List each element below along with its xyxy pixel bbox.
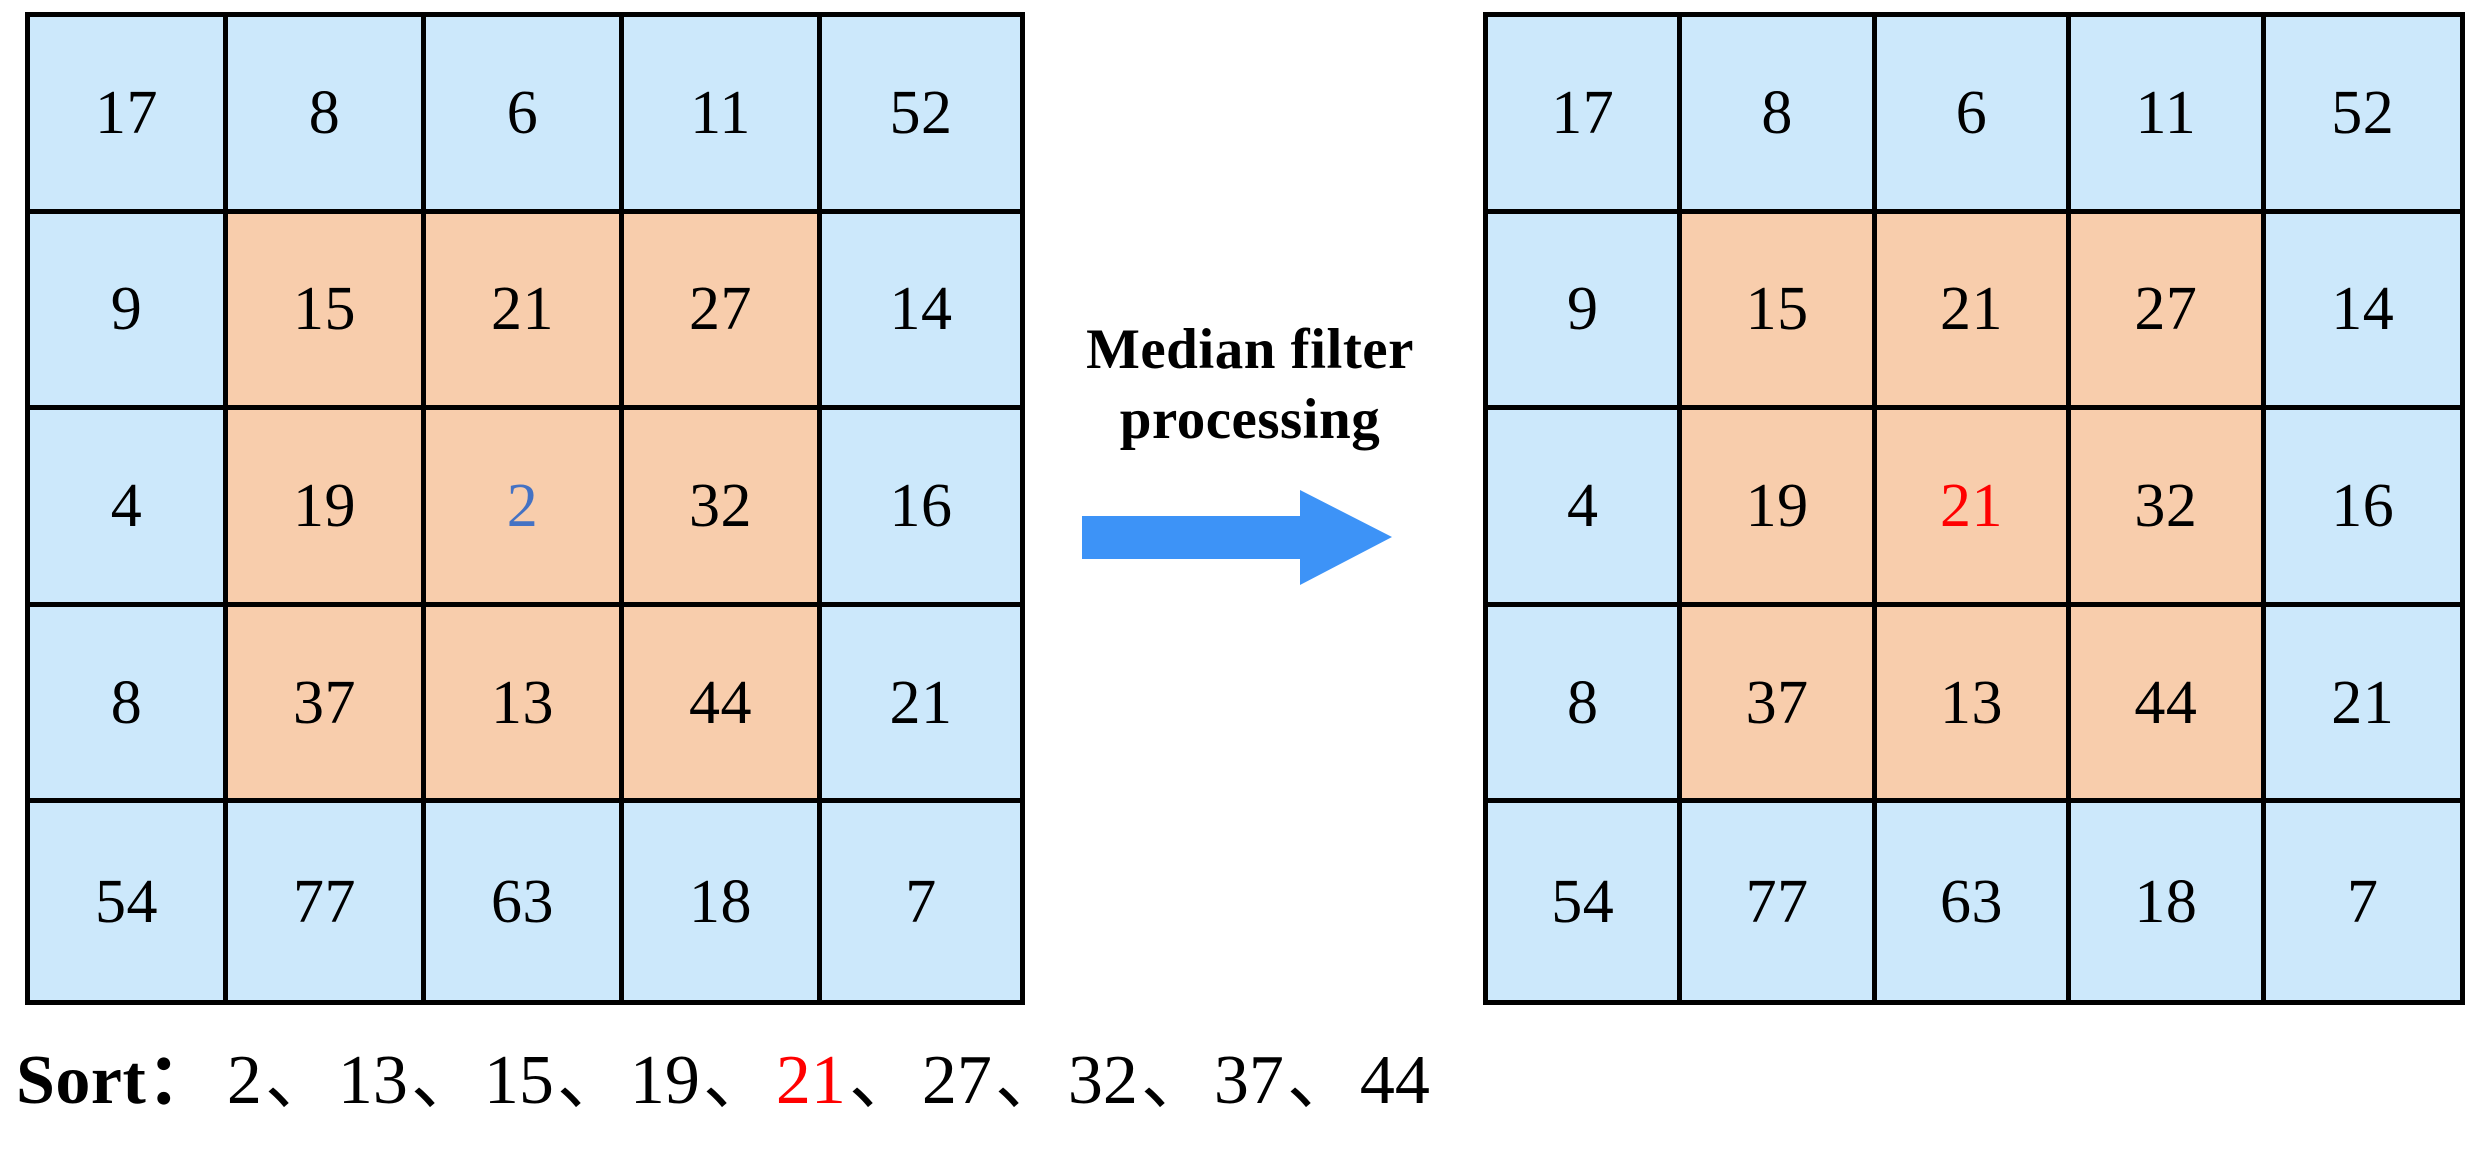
input-cell-r4c3: 13	[426, 606, 624, 804]
sort-value-2: 13	[337, 1042, 408, 1119]
sort-separator: 、	[1286, 1042, 1357, 1119]
input-cell-r3c5: 16	[822, 410, 1020, 607]
output-cell-r3c1: 4	[1488, 410, 1683, 607]
input-cell-r5c1: 54	[30, 803, 228, 1000]
input-cell-r3c4: 32	[624, 410, 822, 607]
input-cell-r3c1: 4	[30, 410, 228, 607]
output-cell-r3c3: 21	[1876, 410, 2072, 607]
input-cell-r1c2: 8	[228, 17, 426, 214]
input-cell-r5c3: 63	[426, 803, 624, 1000]
sort-separator: 、	[1140, 1042, 1211, 1119]
output-cell-r2c5: 14	[2265, 213, 2460, 411]
input-cell-r4c4: 44	[624, 606, 822, 804]
output-cell-r5c2: 77	[1682, 803, 1877, 1000]
input-cell-r5c4: 18	[624, 803, 822, 1000]
output-cell-r4c5: 21	[2265, 606, 2460, 804]
output-cell-r3c4: 32	[2071, 410, 2266, 607]
input-cell-r4c2: 37	[228, 606, 426, 804]
sort-value-3: 15	[483, 1042, 554, 1119]
sort-value-4: 19	[629, 1042, 700, 1119]
sort-separator: 、	[702, 1042, 773, 1119]
output-cell-r1c4: 11	[2071, 17, 2266, 214]
input-cell-r2c1: 9	[30, 213, 228, 411]
sort-separator: 、	[410, 1042, 481, 1119]
output-cell-r2c4: 27	[2071, 213, 2266, 411]
output-cell-r1c1: 17	[1488, 17, 1683, 214]
output-cell-r4c4: 44	[2071, 606, 2266, 804]
sort-label: Sort：	[16, 1042, 217, 1119]
sort-separator: 、	[994, 1042, 1065, 1119]
input-cell-r1c3: 6	[426, 17, 624, 214]
output-cell-r4c1: 8	[1488, 606, 1683, 804]
median-filter-label-line1: Median filter	[1086, 318, 1414, 381]
output-cell-r5c1: 54	[1488, 803, 1683, 1000]
input-cell-r3c3: 2	[426, 410, 624, 607]
input-cell-r2c4: 27	[624, 213, 822, 411]
input-cell-r2c2: 15	[228, 213, 426, 411]
output-cell-r1c5: 52	[2265, 17, 2460, 214]
input-cell-r5c2: 77	[228, 803, 426, 1000]
output-cell-r1c3: 6	[1876, 17, 2072, 214]
sort-value-7: 32	[1067, 1042, 1138, 1119]
input-cell-r4c5: 21	[822, 606, 1020, 804]
right-arrow-icon	[1082, 490, 1392, 585]
output-cell-r1c2: 8	[1682, 17, 1877, 214]
output-cell-r5c3: 63	[1876, 803, 2072, 1000]
sort-value-8: 37	[1213, 1042, 1284, 1119]
output-cell-r3c2: 19	[1682, 410, 1877, 607]
output-cell-r5c5: 7	[2265, 803, 2460, 1000]
output-cell-r5c4: 18	[2071, 803, 2266, 1000]
median-filter-label-line2: processing	[1119, 387, 1381, 451]
sort-separator: 、	[848, 1042, 919, 1119]
output-cell-r2c1: 9	[1488, 213, 1683, 411]
sort-value-9: 44	[1359, 1042, 1430, 1119]
sort-separator: 、	[264, 1042, 335, 1119]
input-cell-r2c5: 14	[822, 213, 1020, 411]
median-filter-label: Median filter processing	[1035, 315, 1465, 454]
input-cell-r5c5: 7	[822, 803, 1020, 1000]
output-cell-r2c3: 21	[1876, 213, 2072, 411]
input-cell-r3c2: 19	[228, 410, 426, 607]
output-cell-r4c3: 13	[1876, 606, 2072, 804]
output-cell-r4c2: 37	[1682, 606, 1877, 804]
input-cell-r2c3: 21	[426, 213, 624, 411]
sort-line: Sort：2、13、15、19、21、27、32、37、44	[16, 1046, 1432, 1116]
output-cell-r3c5: 16	[2265, 410, 2460, 607]
input-cell-r1c1: 17	[30, 17, 228, 214]
sort-value-1: 2	[226, 1042, 262, 1119]
output-cell-r2c2: 15	[1682, 213, 1877, 411]
input-cell-r1c4: 11	[624, 17, 822, 214]
sort-values: 2、13、15、19、21、27、32、37、44	[225, 1042, 1432, 1119]
sort-separator: 、	[556, 1042, 627, 1119]
sort-value-6: 27	[921, 1042, 992, 1119]
sort-value-5: 21	[775, 1042, 846, 1119]
input-cell-r1c5: 52	[822, 17, 1020, 214]
input-cell-r4c1: 8	[30, 606, 228, 804]
